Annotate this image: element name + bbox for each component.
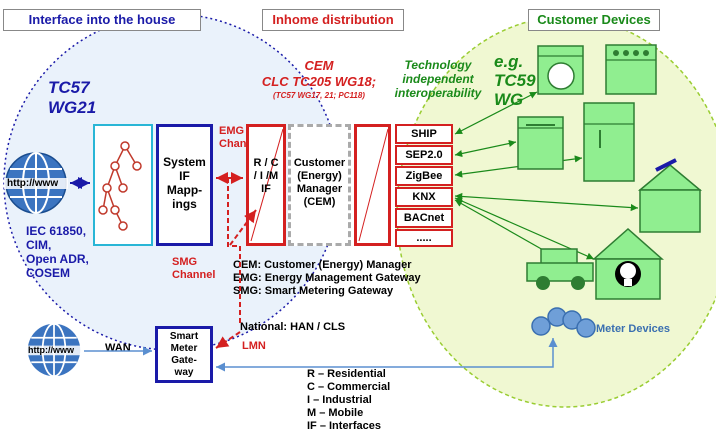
rcim-interface-box: R / C / I /M IF xyxy=(246,124,286,246)
cem-standard: CLC TC205 WG18; xyxy=(261,74,377,89)
smg-channel-label: SMG Channel xyxy=(172,256,215,282)
dishwasher-icon xyxy=(517,116,564,170)
globe-text: http://www xyxy=(7,178,59,189)
legend-item: IF – Interfaces xyxy=(307,420,381,432)
tc57-label: TC57 WG21 xyxy=(48,78,96,118)
rcim-line: / I /M xyxy=(253,170,279,182)
meter-icon xyxy=(531,307,596,338)
abbreviation-legend: R – Residential C – Commercial I – Indus… xyxy=(307,368,390,433)
device-arrow xyxy=(454,199,553,256)
cem-line: (Energy) xyxy=(297,170,342,182)
iec-item: IEC 61850, xyxy=(26,224,87,238)
protocol-bacnet: BACnet xyxy=(395,208,453,228)
national-label: National: HAN / CLS xyxy=(240,321,346,333)
header-interface: Interface into the house xyxy=(3,9,201,31)
emg-line: EMG xyxy=(219,125,245,137)
system-if-line: IF xyxy=(179,169,190,183)
data-model-box xyxy=(93,124,153,246)
cem-line: Customer xyxy=(293,157,346,169)
washing-machine-icon xyxy=(537,45,584,95)
cem-line: Manager xyxy=(296,183,343,195)
iec-item: Open ADR, xyxy=(26,252,89,266)
iec-item: COSEM xyxy=(26,266,71,280)
protocol-sep2: SEP2.0 xyxy=(395,145,453,165)
device-arrow xyxy=(454,139,517,158)
smg-to-rcim-arrow xyxy=(229,209,257,246)
tc59-line: TC59 xyxy=(494,71,536,90)
definitions-list: CEM: Customer (Energy) Manager EMG: Ener… xyxy=(233,259,421,298)
system-if-line: Mapp- xyxy=(166,183,203,197)
technology-line: Technology xyxy=(404,58,472,72)
divider-slash xyxy=(250,128,283,242)
cem-subnote: (TC57 WG17, 21; PC118) xyxy=(273,91,365,100)
system-if-mappings-box: System IF Mapp- ings xyxy=(156,124,213,246)
smart-meter-line: Smart xyxy=(169,331,199,342)
house-solar-icon xyxy=(637,158,703,233)
cem-title: CEM xyxy=(304,58,334,73)
rcim-line: IF xyxy=(261,183,271,195)
device-arrow xyxy=(454,192,639,212)
legend-item: I – Industrial xyxy=(307,394,372,406)
smg-line: Channel xyxy=(172,269,216,281)
globe-icon: http://www xyxy=(4,151,68,215)
tc57-line1: TC57 xyxy=(48,78,90,97)
system-if-line: System xyxy=(163,155,206,169)
globe-icon: http://www xyxy=(26,322,82,378)
meter-devices-label: Meter Devices xyxy=(596,323,670,335)
protocol-knx: KNX xyxy=(395,187,453,207)
cem-line: (CEM) xyxy=(303,196,336,208)
iec-standards-list: IEC 61850, CIM, Open ADR, COSEM xyxy=(26,224,89,280)
cem-manager-box: Customer (Energy) Manager (CEM) xyxy=(288,124,351,246)
divider-slash xyxy=(358,128,389,242)
stove-icon xyxy=(605,44,657,95)
iec-item: CIM, xyxy=(26,238,52,252)
globe-text: http://www xyxy=(28,345,74,355)
definition-item: SMG: Smart Metering Gateway xyxy=(233,285,394,297)
protocol-zigbee: ZigBee xyxy=(395,166,453,186)
rcim-line: R / C xyxy=(253,157,279,169)
fridge-icon xyxy=(583,102,635,182)
device-interface-box xyxy=(354,124,391,246)
house-lightbulb-icon xyxy=(592,227,664,300)
meter-link-line xyxy=(216,338,558,372)
definition-item: EMG: Energy Management Gateway xyxy=(233,272,421,284)
electric-car-icon xyxy=(526,248,594,290)
smart-meter-line: way xyxy=(174,367,194,378)
device-arrow xyxy=(454,91,538,135)
legend-item: C – Commercial xyxy=(307,381,391,393)
header-inhome: Inhome distribution xyxy=(262,9,404,31)
smart-meter-line: Meter xyxy=(170,343,198,354)
smart-meter-line: Gate- xyxy=(171,355,197,366)
definition-item: CEM: Customer (Energy) Manager xyxy=(233,259,412,271)
protocol-more: ..... xyxy=(395,229,453,247)
smg-line: SMG xyxy=(172,256,198,268)
hierarchy-tree-icon xyxy=(98,141,142,231)
smg-channel-line xyxy=(227,178,241,326)
protocol-ship: SHIP xyxy=(395,124,453,144)
technology-line: independent xyxy=(402,72,474,86)
header-customer-devices: Customer Devices xyxy=(528,9,660,31)
lmn-arrow xyxy=(215,331,241,349)
tc57-line2: WG21 xyxy=(48,98,97,117)
smart-meter-gateway-box: Smart Meter Gate- way xyxy=(155,326,213,383)
legend-item: M – Mobile xyxy=(307,407,364,419)
system-if-line: ings xyxy=(172,197,197,211)
tc59-line: e.g. xyxy=(494,52,524,71)
